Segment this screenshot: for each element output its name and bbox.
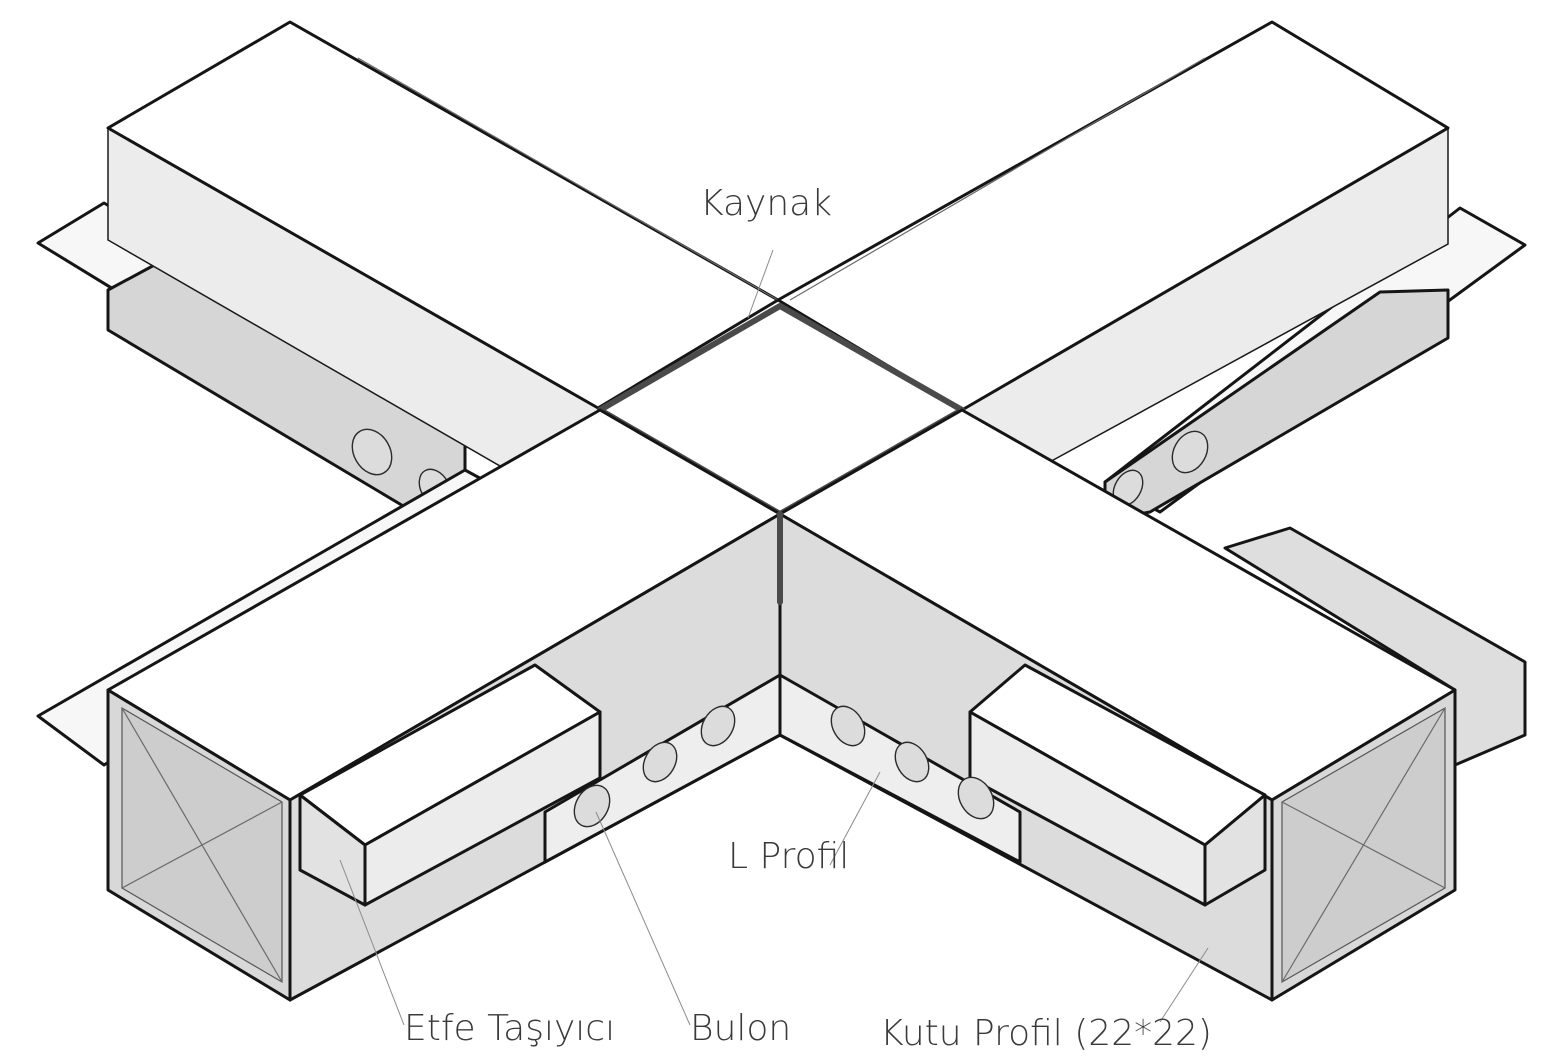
leader-l-profil <box>829 771 881 866</box>
bolt-front-left-1 <box>573 784 611 828</box>
back-left-arm <box>36 20 780 512</box>
back-left-bolt-1 <box>351 428 393 476</box>
label-etfe-tasiyici: Etfe Taşıyıcı <box>404 1008 615 1049</box>
bolt-front-right-1 <box>830 705 866 747</box>
label-l-profil: L Profil <box>728 836 849 877</box>
bolt-front-right-2 <box>894 741 930 783</box>
leader-kaynak <box>747 249 774 319</box>
bolt-front-left-2 <box>642 741 678 783</box>
leader-kutu <box>1159 947 1209 1023</box>
front-right-arm <box>778 408 1527 1002</box>
front-left-arm <box>36 408 782 1002</box>
label-bulon: Bulon <box>690 1008 791 1049</box>
label-kutu-profil: Kutu Profil (22*22) <box>880 1013 1212 1054</box>
leader-lines <box>339 249 1209 1026</box>
leader-bulon <box>595 811 691 1026</box>
etfe-carrier-right-front <box>1203 793 1267 907</box>
label-kaynak: Kaynak <box>700 183 832 224</box>
bolt-front-right-3 <box>957 776 995 820</box>
etfe-carrier-side <box>363 710 602 907</box>
leader-etfe <box>339 859 405 1026</box>
back-right-bolt-1 <box>1171 430 1209 474</box>
bolt-front-left-3 <box>700 705 736 747</box>
